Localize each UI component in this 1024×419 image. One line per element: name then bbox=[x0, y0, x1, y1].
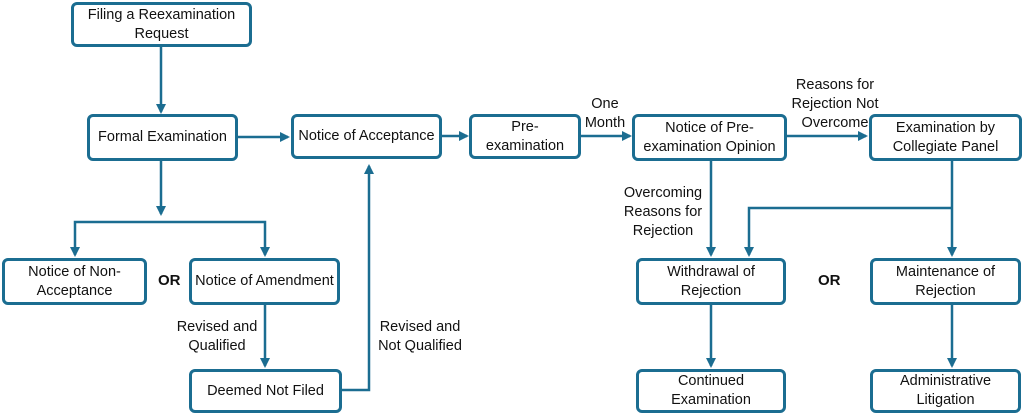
label-revised-and-qualified: Revised and Qualified bbox=[170, 318, 264, 356]
label-revised-and-not-qualified: Revised and Not Qualified bbox=[370, 318, 470, 356]
or-label-left: OR bbox=[158, 272, 181, 289]
or-label-right: OR bbox=[818, 272, 841, 289]
node-pre-examination: Pre-examination bbox=[469, 114, 581, 159]
arrow-split-to-amendment bbox=[161, 222, 265, 255]
node-notice-of-pre-examination-opinion: Notice of Pre-examination Opinion bbox=[632, 114, 787, 161]
node-filing-reexamination-request: Filing a Reexamination Request bbox=[71, 2, 252, 47]
label-overcoming-reasons: Overcoming Reasons for Rejection bbox=[607, 184, 719, 241]
node-deemed-not-filed: Deemed Not Filed bbox=[189, 369, 342, 413]
node-notice-of-non-acceptance: Notice of Non-Acceptance bbox=[2, 258, 147, 305]
node-continued-examination: Continued Examination bbox=[636, 369, 786, 413]
arrow-collegiate-to-withdrawal bbox=[749, 208, 952, 255]
node-administrative-litigation: Administrative Litigation bbox=[870, 369, 1021, 413]
node-maintenance-of-rejection: Maintenance of Rejection bbox=[870, 258, 1021, 305]
node-notice-of-amendment: Notice of Amendment bbox=[189, 258, 340, 305]
node-withdrawal-of-rejection: Withdrawal of Rejection bbox=[636, 258, 786, 305]
label-reasons-not-overcome: Reasons for Rejection Not Overcome bbox=[775, 76, 895, 133]
label-one-month: One Month bbox=[583, 95, 627, 133]
arrow-split-to-non-acceptance bbox=[75, 222, 161, 255]
node-notice-of-acceptance: Notice of Acceptance bbox=[291, 114, 442, 159]
arrow-deemed-to-acceptance bbox=[341, 166, 369, 390]
node-formal-examination: Formal Examination bbox=[87, 114, 238, 161]
